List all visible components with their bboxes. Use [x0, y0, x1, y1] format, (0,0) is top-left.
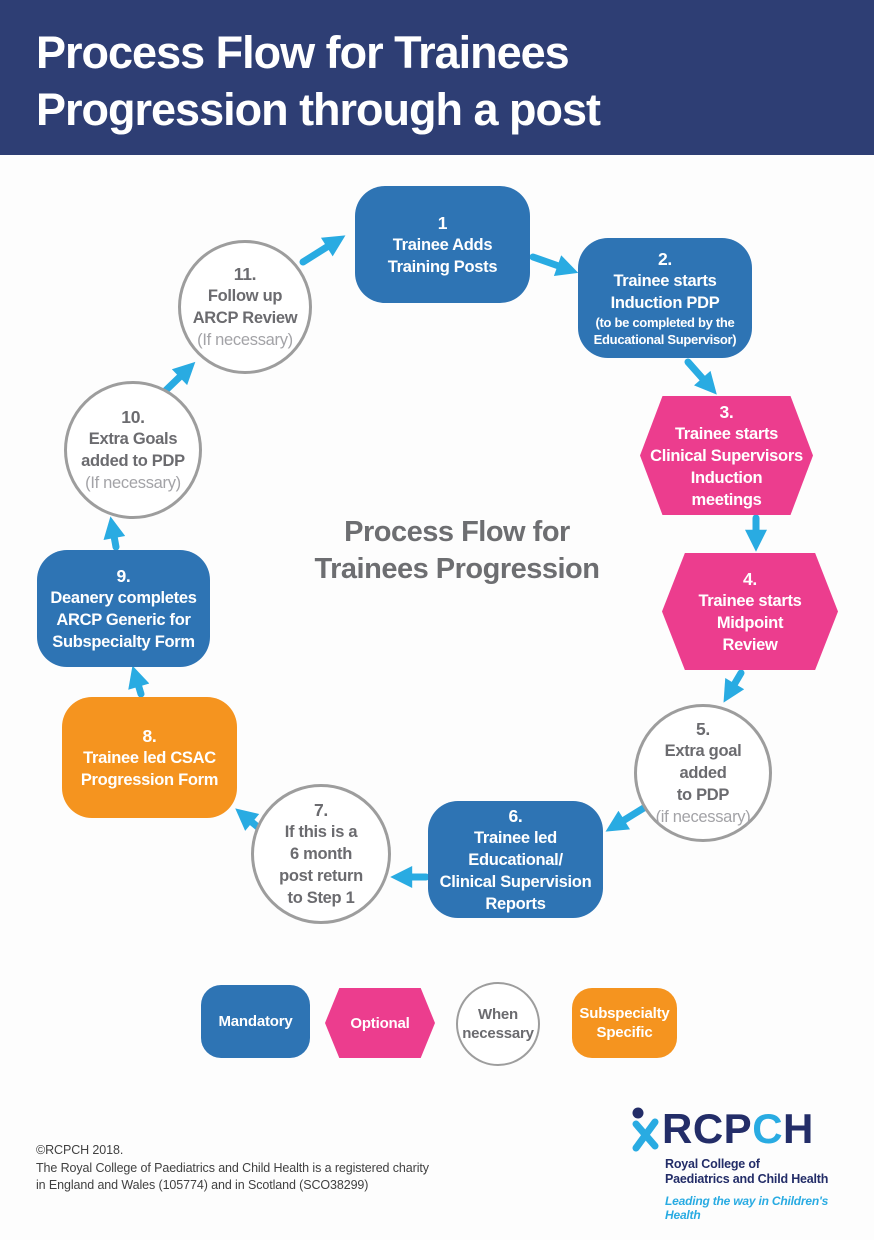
step-11-circle: 11. Follow up ARCP Review (If necessary)	[178, 240, 312, 374]
step-10-line: added to PDP	[81, 452, 185, 470]
rcpch-subtitle-line-1: Royal College of	[665, 1157, 760, 1171]
step-3-hexagon: 3. Trainee starts Clinical Supervisors I…	[640, 396, 813, 515]
step-10-note: (If necessary)	[85, 474, 181, 492]
legend-subspecialty-label: Subspecialty	[579, 1005, 670, 1022]
center-label-line-1: Process Flow for	[344, 516, 570, 548]
legend-when-necessary-label: When	[477, 1006, 519, 1023]
step-5-line: to PDP	[676, 786, 730, 804]
legend-subspecialty-label: Specific	[596, 1024, 653, 1041]
copyright-line-3: in England and Wales (105774) and in Sco…	[36, 1178, 369, 1192]
step-6-line: Educational/	[468, 850, 563, 869]
step-1-line: Trainee Adds	[392, 235, 493, 254]
step-9-line: Subspecialty Form	[52, 632, 195, 651]
rcpch-logo-row: RCPCH	[628, 1106, 850, 1154]
step-7-number: 7.	[314, 800, 328, 820]
legend-when-necessary: When necessary	[456, 982, 540, 1066]
arrow-2-to-3	[684, 358, 717, 395]
step-5-line: added	[679, 764, 727, 782]
step-6-line: Trainee led	[474, 828, 557, 847]
step-8-number: 8.	[142, 725, 157, 746]
step-5-note: (if necessary)	[655, 808, 751, 826]
step-1-number: 1	[437, 212, 448, 233]
step-4-line: Trainee starts	[698, 591, 802, 610]
rcpch-subtitle: Royal College of Paediatrics and Child H…	[665, 1157, 850, 1187]
step-2-number: 2.	[658, 249, 672, 269]
arrow-9-to-10	[103, 516, 126, 551]
step-7-line: If this is a	[284, 823, 358, 841]
step-6-line: Reports	[485, 894, 546, 913]
step-5-line: Extra goal	[664, 742, 742, 760]
step-2-box: 2. Trainee starts Induction PDP (to be c…	[578, 238, 752, 358]
step-11-line: ARCP Review	[192, 309, 298, 327]
legend-mandatory-label: Mandatory	[218, 1013, 293, 1030]
page-title-line-1: Process Flow for Trainees	[36, 27, 570, 78]
copyright-line-1: ©RCPCH 2018.	[36, 1143, 124, 1157]
step-1-box: 1 Trainee Adds Training Posts	[355, 186, 530, 303]
rcpch-acronym-navy: RCP	[662, 1105, 753, 1152]
copyright-line-2: The Royal College of Paediatrics and Chi…	[36, 1160, 429, 1175]
arrow-11-to-1	[299, 235, 346, 266]
rcpch-subtitle-line-2: Paediatrics and Child Health	[665, 1172, 829, 1186]
step-7-line: to Step 1	[287, 889, 355, 907]
rcpch-acronym-cyan: C	[752, 1105, 784, 1152]
arrow-5-to-6	[605, 802, 651, 832]
step-9-line: Deanery completes	[50, 588, 197, 607]
rcpch-tagline: Leading the way in Children's Health	[665, 1194, 829, 1222]
step-11-line: Follow up	[207, 287, 283, 305]
step-4-line: Review	[722, 635, 778, 654]
step-7-circle: 7. If this is a 6 month post return to S…	[251, 784, 391, 924]
center-label-line-2: Trainees Progression	[314, 553, 600, 585]
step-9-line: ARCP Generic for	[56, 610, 191, 629]
step-5-number: 5.	[696, 719, 710, 739]
rcpch-acronym-navy: H	[783, 1105, 814, 1152]
center-label: Process Flow for Trainees Progression	[277, 514, 637, 588]
step-4-line: Midpoint	[716, 613, 784, 632]
legend-optional-label: Optional	[350, 1014, 410, 1032]
legend-mandatory: Mandatory	[201, 985, 310, 1058]
arrow-1-to-2	[529, 253, 579, 277]
step-6-line: Clinical Supervision	[439, 872, 592, 891]
step-2-note-line: Educational Supervisor)	[593, 332, 737, 347]
step-4-number: 4.	[743, 568, 757, 589]
star-person-icon	[632, 1107, 659, 1152]
step-2-line: Trainee starts	[613, 272, 717, 290]
arrow-8-to-9	[128, 665, 150, 698]
step-6-box: 6. Trainee led Educational/ Clinical Sup…	[428, 801, 603, 918]
step-2-note-line: (to be completed by the	[595, 315, 735, 330]
step-8-line: Progression Form	[80, 770, 219, 789]
step-10-line: Extra Goals	[88, 430, 178, 448]
step-3-number: 3.	[719, 401, 734, 422]
step-4-hexagon: 4. Trainee starts Midpoint Review	[662, 553, 838, 670]
rcpch-acronym: RCPCH	[662, 1106, 814, 1152]
step-8-line: Trainee led CSAC	[83, 748, 216, 767]
step-9-number: 9.	[116, 565, 131, 586]
header-banner: Process Flow for Trainees Progression th…	[0, 0, 874, 155]
page-title: Process Flow for Trainees Progression th…	[0, 0, 874, 138]
step-7-line: 6 month	[289, 845, 353, 863]
legend-optional: Optional	[325, 988, 435, 1058]
step-3-line: Induction	[690, 468, 763, 487]
step-1-line: Training Posts	[387, 257, 498, 276]
step-6-number: 6.	[508, 805, 523, 826]
step-11-number: 11.	[233, 264, 257, 284]
step-5-circle: 5. Extra goal added to PDP (if necessary…	[634, 704, 772, 842]
page-title-line-2: Progression through a post	[36, 84, 601, 135]
step-10-circle: 10. Extra Goals added to PDP (If necessa…	[64, 381, 202, 519]
step-3-line: Clinical Supervisors	[650, 446, 803, 465]
step-11-note: (If necessary)	[197, 331, 293, 349]
step-7-line: post return	[279, 867, 363, 885]
rcpch-logo: RCPCH Royal College of Paediatrics and C…	[628, 1106, 850, 1222]
step-8-box: 8. Trainee led CSAC Progression Form	[62, 697, 237, 818]
arrow-4-to-5	[723, 669, 745, 703]
copyright-text: ©RCPCH 2018. The Royal College of Paedia…	[36, 1142, 429, 1195]
legend-subspecialty: Subspecialty Specific	[572, 988, 677, 1058]
step-9-box: 9. Deanery completes ARCP Generic for Su…	[37, 550, 210, 667]
step-2-line: Induction PDP	[610, 294, 720, 312]
step-10-number: 10.	[121, 407, 145, 427]
step-3-line: Trainee starts	[674, 424, 779, 443]
legend-when-necessary-label: necessary	[462, 1025, 534, 1042]
step-3-line: meetings	[691, 490, 762, 509]
